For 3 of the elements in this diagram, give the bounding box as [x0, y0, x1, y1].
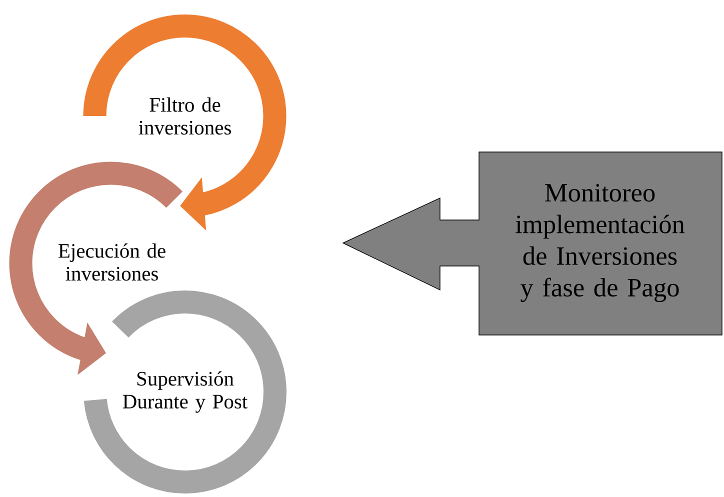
step-label: Filtro de inversiones	[138, 97, 231, 135]
step-label: Supervisión Durante y Post	[122, 371, 248, 413]
step-label: Ejecución de inversiones	[58, 243, 166, 281]
